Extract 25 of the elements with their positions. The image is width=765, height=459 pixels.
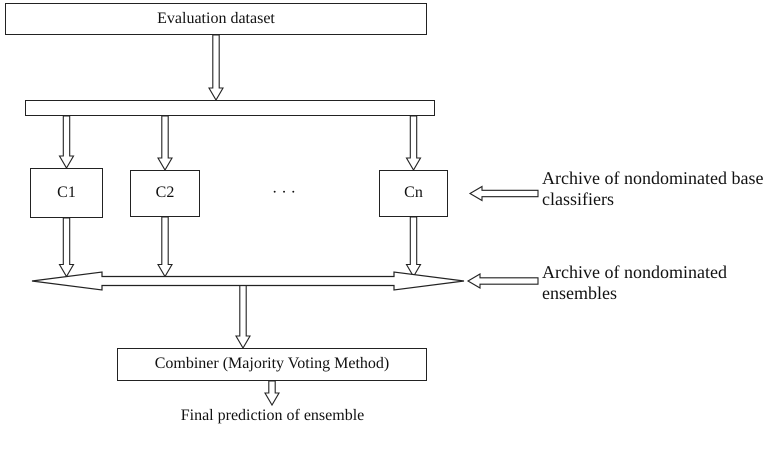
process-box	[379, 170, 448, 217]
hollow-arrow	[58, 115, 74, 170]
distribution-bar	[25, 100, 435, 116]
hollow-arrow	[406, 115, 422, 172]
box-label: C2	[156, 184, 174, 203]
hollow-arrow	[157, 216, 173, 278]
hollow-arrow	[466, 273, 539, 289]
hollow-arrow	[208, 34, 224, 102]
note-text: Final prediction of ensemble	[180, 406, 364, 426]
hollow-arrow	[157, 115, 173, 172]
note-text: Archive of nondominated base classifiers	[542, 168, 764, 210]
box-label: Cn	[404, 184, 423, 203]
process-box	[30, 168, 103, 218]
hollow-arrow	[235, 284, 251, 350]
ellipsis-text: · · ·	[272, 184, 296, 202]
note-text: Archive of nondominated ensembles	[542, 262, 728, 304]
box-label: Combiner (Majority Voting Method)	[154, 355, 390, 374]
hollow-arrow	[264, 380, 280, 406]
box-label: Evaluation dataset	[157, 10, 275, 28]
box-label: C1	[57, 184, 76, 202]
process-box	[130, 170, 200, 217]
hollow-arrow	[58, 217, 74, 278]
process-box	[5, 3, 427, 35]
process-box	[117, 348, 427, 381]
hollow-arrow	[468, 186, 539, 202]
